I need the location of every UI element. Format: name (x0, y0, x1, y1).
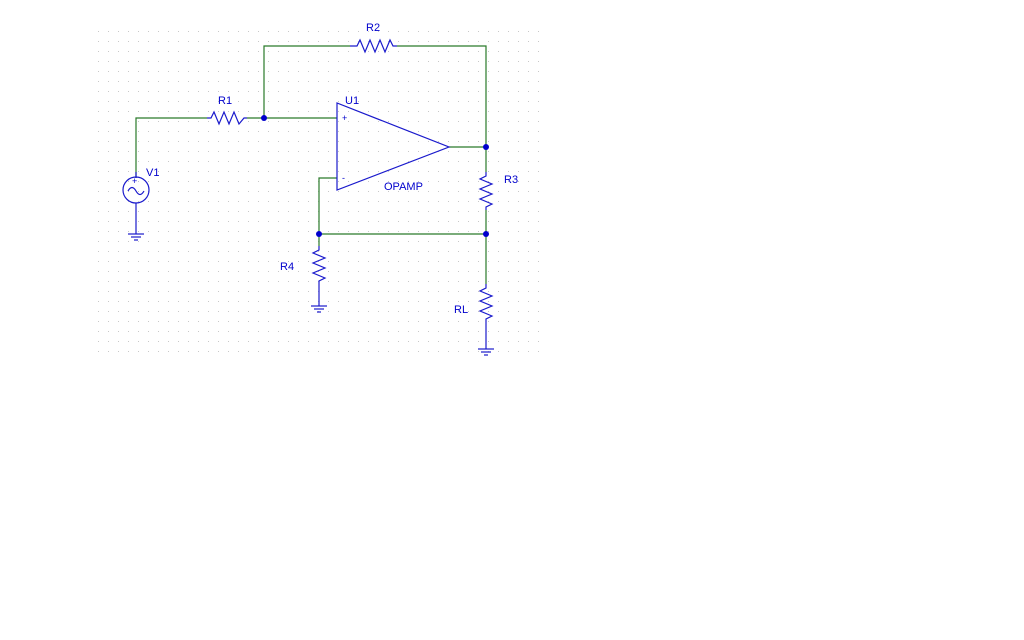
r3-ref-label: R3 (504, 174, 518, 186)
r2-ref-label: R2 (366, 22, 380, 34)
junction-node-rl[interactable] (483, 231, 489, 237)
resistor-icon[interactable] (311, 246, 327, 306)
opamp-icon[interactable] (336, 102, 451, 191)
ground-icon (128, 233, 144, 241)
wire-v1-r1[interactable] (135, 117, 207, 178)
rl-ref-label: RL (454, 304, 468, 316)
resistor-icon[interactable] (478, 172, 494, 210)
ground-icon (478, 348, 494, 356)
svg-text:+: + (132, 176, 137, 186)
r4-ref-label: R4 (280, 261, 294, 273)
wire-minus-input-r4[interactable] (318, 177, 337, 234)
wire-r2-output[interactable] (397, 45, 487, 147)
junction-node-r4[interactable] (316, 231, 322, 237)
wires (135, 45, 487, 284)
v1-ref-label: V1 (146, 167, 159, 179)
resistor-icon[interactable] (207, 110, 247, 126)
opamp-minus-pin-label: - (342, 173, 345, 183)
junction-node-output[interactable] (483, 144, 489, 150)
u1-value-label: OPAMP (384, 181, 423, 193)
opamp-plus-pin-label: + (342, 113, 347, 123)
r1-ref-label: R1 (218, 95, 232, 107)
u1-ref-label: U1 (345, 95, 359, 107)
ground-icon (311, 305, 327, 313)
wire-node-r2[interactable] (263, 45, 350, 118)
schematic-grid (98, 31, 545, 353)
junction-node-inverting[interactable] (261, 115, 267, 121)
resistor-icon[interactable] (478, 284, 494, 349)
ac-voltage-source-icon[interactable]: + (122, 172, 150, 234)
resistor-icon[interactable] (350, 38, 397, 54)
